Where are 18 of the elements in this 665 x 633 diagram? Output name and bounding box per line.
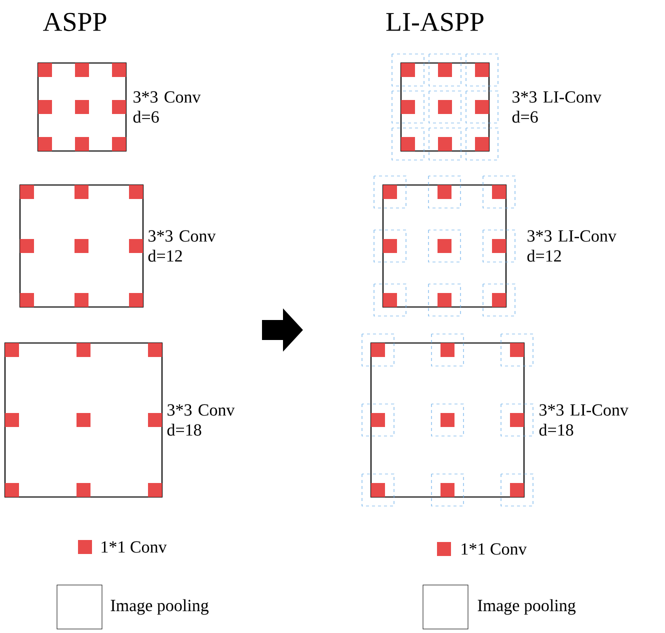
panel-title: LI-ASPP <box>386 12 484 32</box>
kernel-label: 3*3 Conv d=18 <box>167 404 235 436</box>
kernel-grid-drawing <box>19 184 144 308</box>
panel-title: ASPP <box>43 12 106 32</box>
kernel-grid-drawing <box>392 54 498 160</box>
kernel-grid-drawing <box>4 342 163 498</box>
kernel-grid-drawing <box>37 62 127 152</box>
kernel-label: 3*3 LI-Conv d=18 <box>539 404 628 436</box>
legend-label: Image pooling <box>478 599 576 615</box>
kernel-grid-drawing <box>362 334 534 506</box>
legend-label: 1*1 Conv <box>462 543 527 555</box>
legend-label: Image pooling <box>110 599 209 615</box>
legend-label: 1*1 Conv <box>102 541 167 553</box>
kernel-label: 3*3 Conv d=6 <box>133 91 201 123</box>
kernel-grid-drawing <box>374 176 516 316</box>
kernel-label: 3*3 LI-Conv d=12 <box>527 230 616 262</box>
kernel-label: 3*3 LI-Conv d=6 <box>512 91 602 123</box>
kernel-label: 3*3 Conv d=12 <box>148 230 216 262</box>
